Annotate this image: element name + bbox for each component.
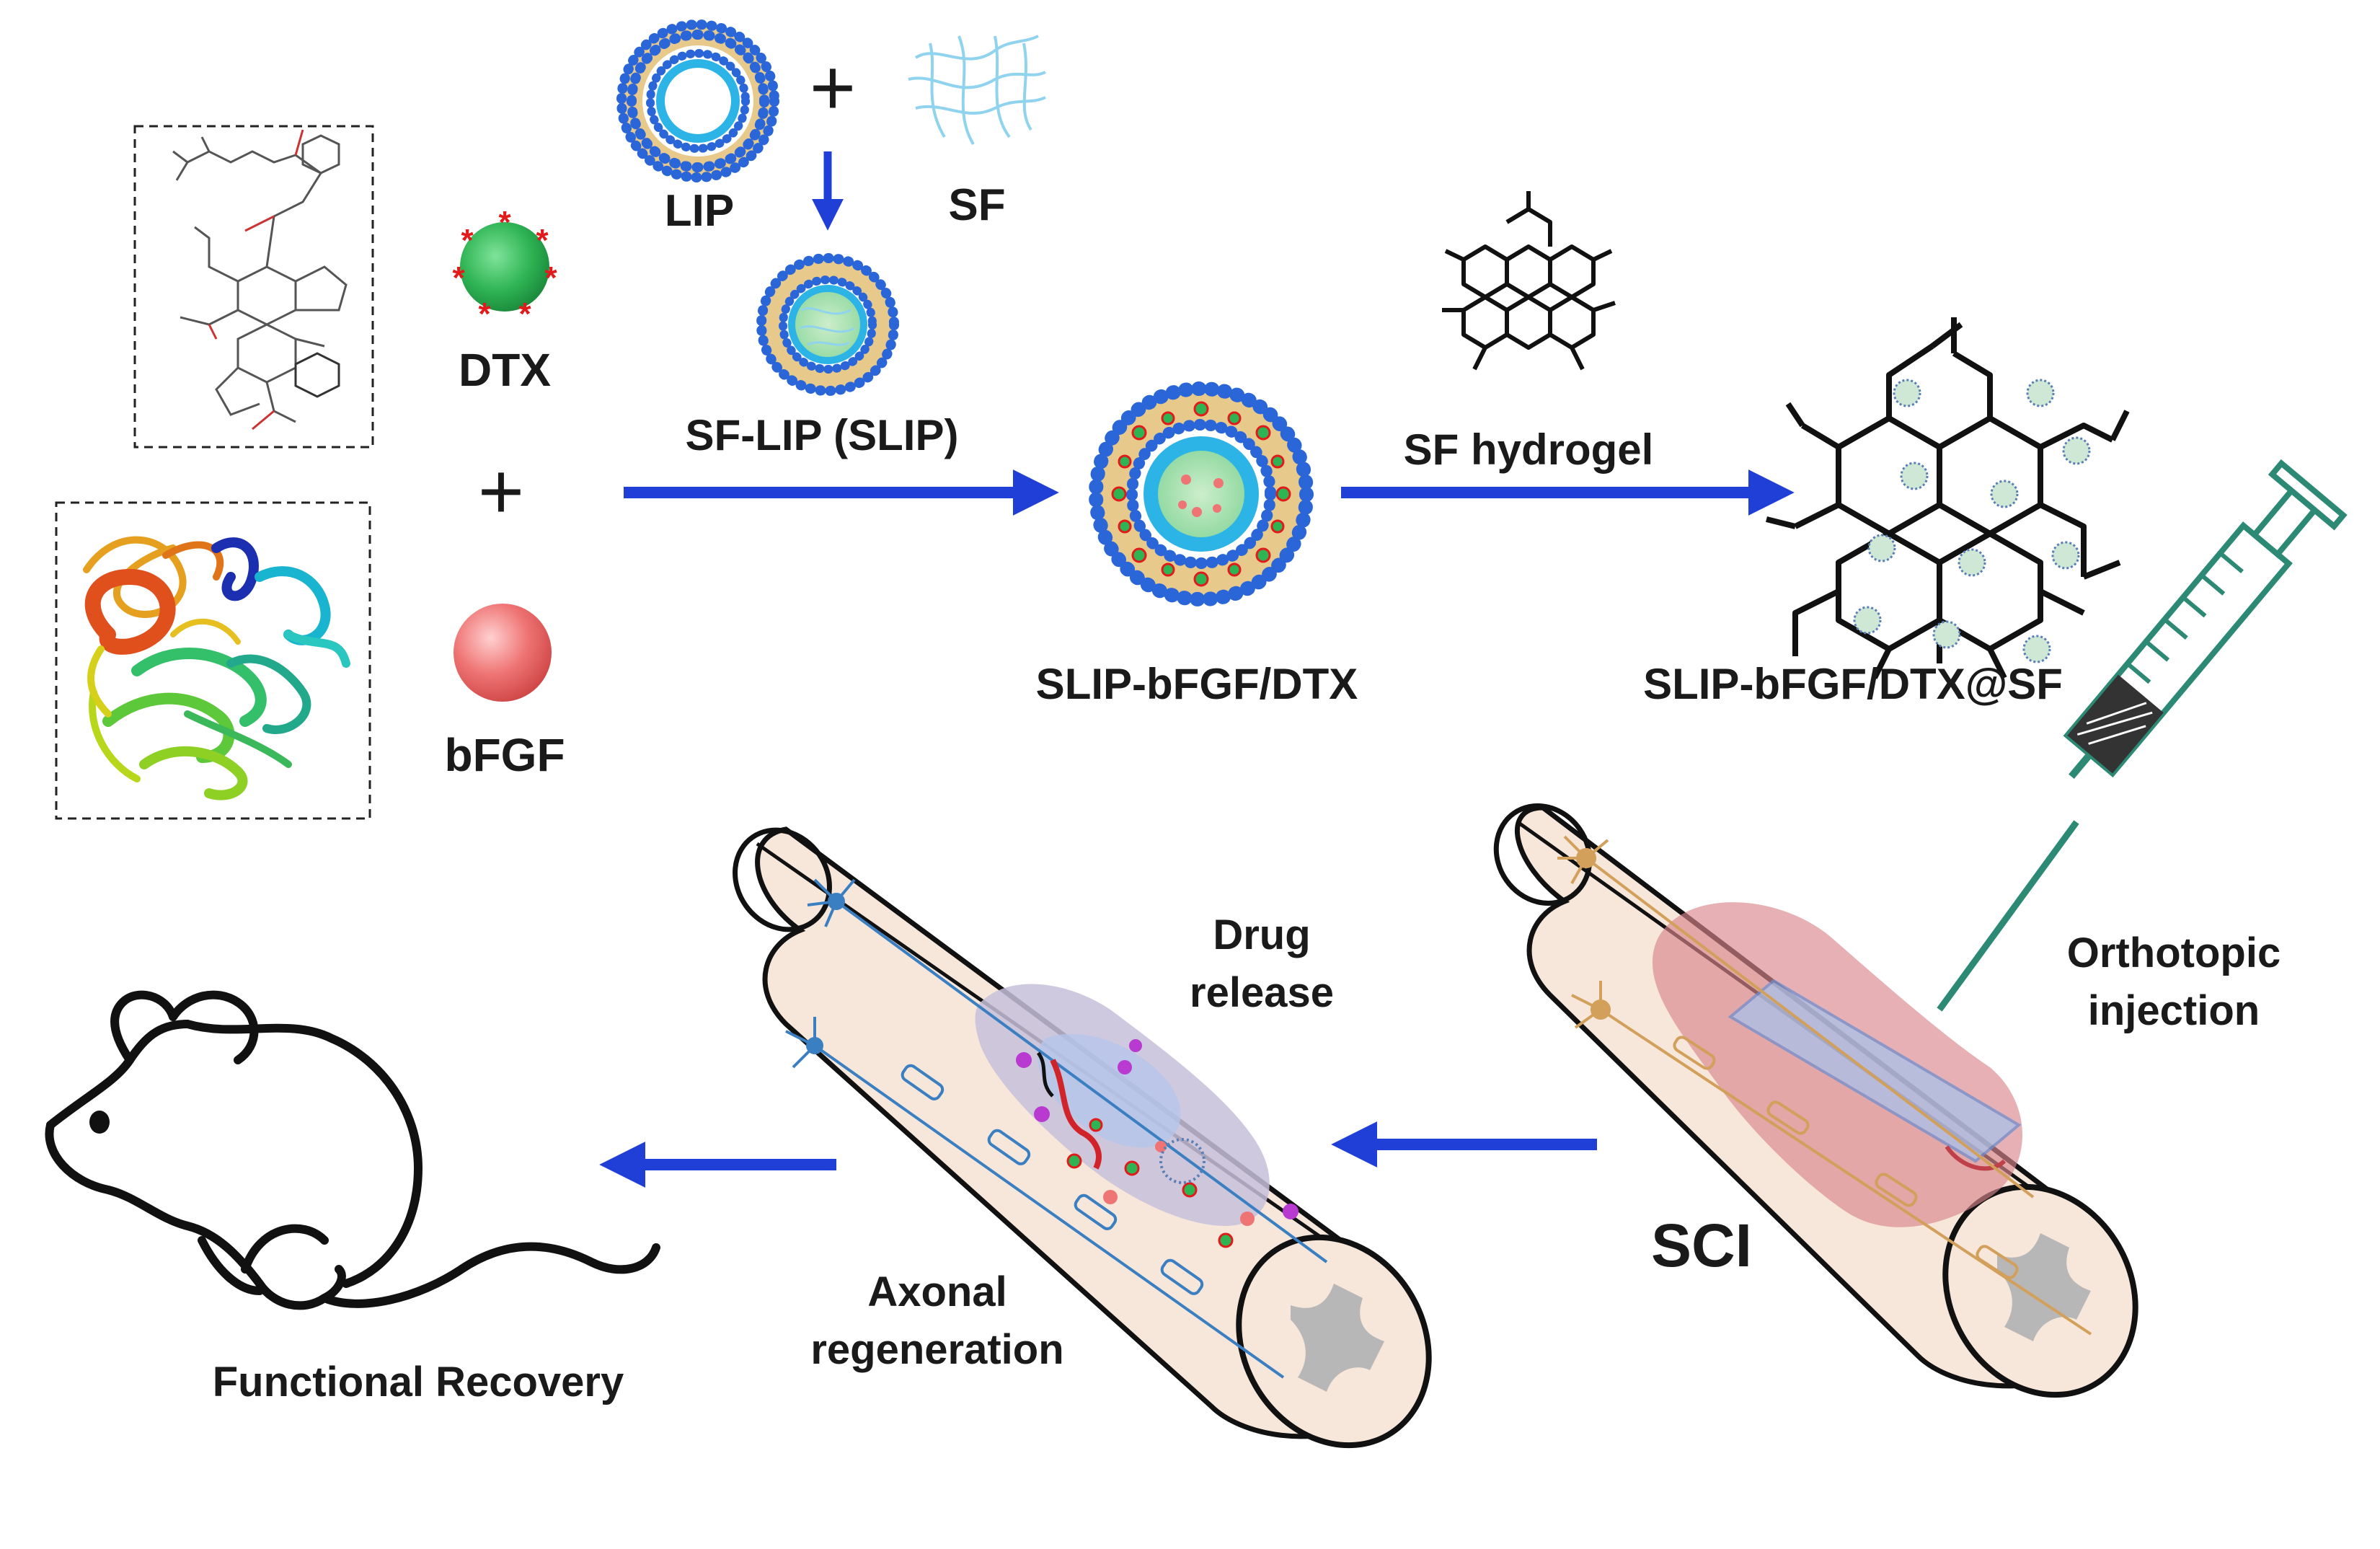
regenerating-spinal-cord-icon: [733, 826, 1432, 1449]
dtx-structure-box: [133, 125, 374, 449]
axonal-label-line1: Axonal: [867, 1268, 1007, 1315]
injured-spinal-cord-icon: [1493, 803, 2138, 1398]
neuron-icon: [1557, 835, 2092, 1336]
sf-label: SF: [948, 180, 1006, 230]
protein-ribbon-icon: [83, 536, 350, 800]
neuron-icon: [785, 878, 1328, 1379]
bfgf-particle-icon: [454, 604, 552, 702]
svg-text:*: *: [461, 223, 474, 258]
recovery-label: Functional Recovery: [212, 1359, 624, 1405]
syringe-icon: [1937, 459, 2348, 1012]
slip-label: SF-LIP (SLIP): [685, 411, 959, 459]
axonal-label-line2: regeneration: [810, 1326, 1064, 1373]
loaded-hydrogel-icon: [1766, 317, 2130, 679]
svg-text:*: *: [478, 296, 491, 332]
svg-text:*: *: [544, 260, 557, 296]
liposome-icon: [616, 19, 779, 182]
drug-release-label-line2: release: [1190, 969, 1334, 1016]
slip-loaded-label: SLIP-bFGF/DTX: [1035, 660, 1358, 708]
hydrogel-network-icon: [1442, 191, 1616, 371]
lip-label: LIP: [664, 186, 735, 236]
chemical-structure-icon: [172, 129, 348, 431]
sci-label: SCI: [1650, 1212, 1753, 1279]
final-formulation-label: SLIP-bFGF/DTX@SF: [1643, 660, 2063, 708]
sf-hydrogel-label: SF hydrogel: [1403, 425, 1654, 474]
plus-sign-left: +: [477, 447, 525, 536]
slip-liposome-icon: [756, 253, 899, 396]
loaded-liposome-icon: [1089, 381, 1314, 606]
svg-text:*: *: [452, 260, 465, 296]
bfgf-label: bFGF: [444, 729, 565, 781]
drug-release-label-line1: Drug: [1213, 912, 1311, 958]
bfgf-structure-box: [55, 501, 371, 820]
rat-icon: [45, 990, 660, 1310]
plus-sign-top: +: [809, 43, 857, 132]
injection-label-line1: Orthotopic: [2066, 930, 2281, 976]
silk-fibroin-fiber-icon: [908, 35, 1046, 146]
injection-label-line2: injection: [2087, 987, 2260, 1034]
svg-text:*: *: [498, 205, 511, 240]
svg-text:*: *: [518, 296, 531, 332]
dtx-label: DTX: [459, 344, 551, 396]
dtx-particle-icon: * * * * * * *: [452, 205, 557, 332]
svg-text:*: *: [536, 223, 549, 258]
